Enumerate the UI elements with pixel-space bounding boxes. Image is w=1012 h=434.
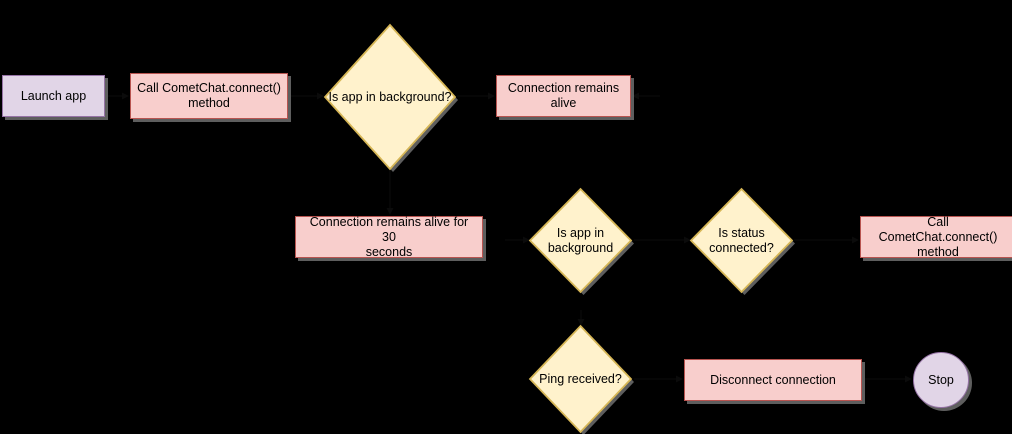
node-disconnect-connection[interactable]: Disconnect connection [684, 359, 862, 401]
node-is-app-in-background-question[interactable]: Is app in background? [323, 23, 458, 172]
node-stop-label: Stop [928, 372, 954, 387]
node-connection-remains-alive-label: Connection remains alive [507, 81, 620, 110]
node-ping-received-label: Ping received? [539, 371, 622, 386]
node-launch-app-label: Launch app [20, 88, 87, 103]
node-is-app-in-background-question-label: Is app in background? [328, 89, 452, 104]
node-call-connect-method-2-label: Call CometChat.connect() method [878, 214, 998, 259]
node-call-connect-method-1-label: Call CometChat.connect() method [137, 81, 281, 110]
node-is-status-connected-label: Is status connected? [709, 225, 774, 255]
node-connection-remains-alive[interactable]: Connection remains alive [496, 75, 631, 117]
node-launch-app[interactable]: Launch app [2, 75, 105, 117]
node-is-app-in-background[interactable]: Is app in background [528, 187, 634, 295]
node-connection-remains-alive-30-seconds-label: Connection remains alive for 30 seconds [309, 214, 469, 259]
node-disconnect-connection-label: Disconnect connection [710, 372, 836, 387]
node-call-connect-method-2[interactable]: Call CometChat.connect() method [860, 214, 1012, 259]
diamond-shape-3 [689, 187, 794, 294]
node-is-status-connected[interactable]: Is status connected? [689, 187, 795, 295]
node-connection-remains-alive-30-seconds[interactable]: Connection remains alive for 30 seconds [295, 214, 483, 259]
diamond-shape-2 [528, 187, 633, 294]
node-stop[interactable]: Stop [913, 352, 969, 408]
node-is-app-in-background-label: Is app in background [547, 225, 614, 255]
node-call-connect-method-1[interactable]: Call CometChat.connect() method [130, 73, 288, 119]
node-ping-received[interactable]: Ping received? [528, 324, 634, 434]
diamond-shape-4 [528, 324, 633, 434]
diamond-shape-1 [323, 23, 457, 171]
